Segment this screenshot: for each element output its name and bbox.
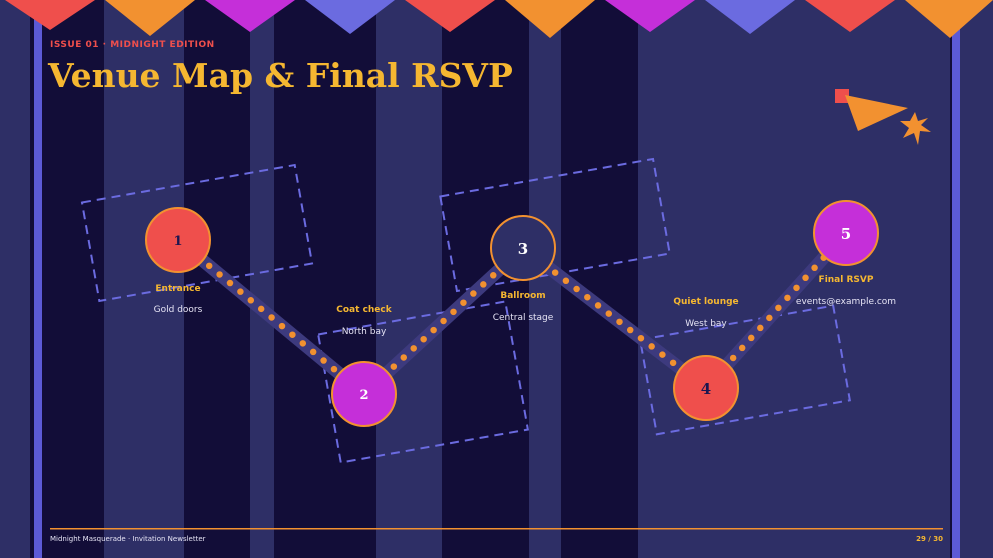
- stop-5-number: 5: [841, 225, 851, 243]
- route-dots: [174, 229, 850, 398]
- stop-3-label: Ballroom: [500, 291, 546, 301]
- stop-3-number: 3: [518, 240, 528, 258]
- stop-4-label: Quiet lounge: [673, 297, 739, 307]
- stop-numbers: 1 2 3 4 5: [173, 225, 851, 403]
- bunting-flag: [5, 0, 95, 30]
- stripe: [104, 0, 184, 558]
- bunting-flag: [705, 0, 795, 34]
- edge-bar-left: [34, 0, 42, 558]
- stop-2-label: Coat check: [336, 305, 392, 315]
- zone-quiet-lounge: [638, 304, 852, 436]
- stop-3-marker[interactable]: [490, 215, 556, 281]
- stop-1-sub: Gold doors: [153, 305, 203, 315]
- bunting: [5, 0, 993, 38]
- stop-2-sub: North bay: [341, 327, 387, 337]
- stop-5-label: Final RSVP: [818, 275, 874, 285]
- stripe: [0, 0, 30, 558]
- footer-publication: Midnight Masquerade · Invitation Newslet…: [50, 535, 206, 543]
- page-number: 29 / 30: [916, 535, 943, 543]
- stripe: [376, 0, 442, 558]
- zone-entrance: [80, 163, 314, 303]
- star-icon: [900, 112, 931, 145]
- bunting-flag: [405, 0, 495, 32]
- stop-5-email-link[interactable]: events@example.com: [795, 297, 897, 307]
- page-title: Venue Map & Final RSVP: [48, 56, 513, 95]
- stop-1-number: 1: [173, 234, 182, 249]
- bunting-flag: [305, 0, 395, 34]
- stop-4-sub: West bay: [685, 319, 727, 329]
- edge-bar-right: [952, 0, 960, 558]
- stop-4-marker[interactable]: [673, 355, 739, 421]
- bunting-flag: [805, 0, 895, 32]
- stop-1-label: Entrance: [155, 284, 201, 294]
- stop-5-marker[interactable]: [813, 200, 879, 266]
- stop-2-marker[interactable]: [331, 361, 397, 427]
- stop-4-number: 4: [701, 380, 711, 398]
- bunting-flag: [105, 0, 195, 36]
- stripe: [960, 0, 993, 558]
- stop-2-number: 2: [359, 388, 368, 403]
- bunting-flag: [905, 0, 993, 38]
- stripe: [250, 0, 274, 558]
- bunting-flag: [205, 0, 295, 32]
- footer-rule: [50, 528, 943, 530]
- bunting-flag: [505, 0, 595, 38]
- party-horn-icon: [835, 89, 931, 145]
- stripe: [638, 0, 950, 558]
- bunting-flag: [605, 0, 695, 32]
- issue-kicker: ISSUE 01 · MIDNIGHT EDITION: [50, 40, 215, 50]
- stop-1-marker[interactable]: [145, 207, 211, 273]
- stop-3-sub: Central stage: [492, 313, 554, 323]
- stops: [145, 200, 879, 427]
